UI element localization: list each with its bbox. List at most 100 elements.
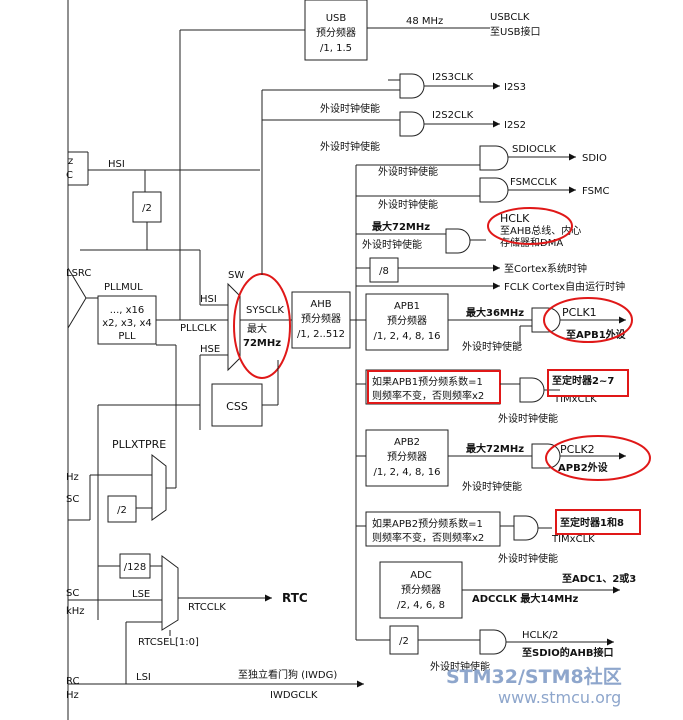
hclk-desc1: 至AHB总线、内心 <box>500 224 581 237</box>
div8-box <box>369 257 399 283</box>
periph-en6: 外设时钟使能 <box>462 340 522 353</box>
watermark-line1: STM32/STM8社区 <box>446 665 622 688</box>
timer27-highlight <box>547 369 629 397</box>
watermark-line2: www.stmcu.org <box>498 688 621 707</box>
rtcsel-label: RTCSEL[1:0] <box>138 637 199 648</box>
div2-pllxt-box <box>107 495 137 523</box>
pllxtpre-mux <box>151 453 167 521</box>
pllmul-title: PLLMUL <box>104 282 143 293</box>
left-khz: kHz <box>66 606 85 617</box>
i2s3clk-label: I2S3CLK <box>432 72 474 83</box>
hsi-sw-label: HSI <box>200 294 217 305</box>
left-sc2: SC <box>66 588 79 599</box>
periph-en5: 外设时钟使能 <box>362 238 422 251</box>
tim2-gate <box>513 515 539 541</box>
sw-label: SW <box>228 270 244 281</box>
pclk2-label: PCLK2 <box>560 443 595 456</box>
hclk2-gate <box>479 629 507 655</box>
max36-label: 最大36MHz <box>466 306 524 319</box>
sysclk-label: SYSCLK <box>246 305 284 316</box>
apb2-note2: 则频率不变，否则频率x2 <box>372 531 484 544</box>
usb-prescaler-box <box>304 0 368 61</box>
mhz48-label: 48 MHz <box>406 16 443 27</box>
usb-prescaler-title: USB <box>326 13 347 24</box>
max72-hclk: 最大72MHz <box>372 220 430 233</box>
usb-prescaler-line3: /1, 1.5 <box>320 43 352 54</box>
pclk1-label: PCLK1 <box>562 306 597 319</box>
timer27-label: 至定时器2~7 <box>552 374 614 387</box>
iwdg-to-label: 至独立看门狗 (IWDG) <box>238 668 337 681</box>
periph-en7: 外设时钟使能 <box>498 412 558 425</box>
left-z: z <box>68 156 73 167</box>
fsmc-gate <box>479 177 509 203</box>
periph-en2: 外设时钟使能 <box>320 140 380 153</box>
fsmcclk-label: FSMCCLK <box>510 177 557 188</box>
hclk-gate <box>445 228 471 254</box>
pclk2-highlight <box>545 435 651 481</box>
apb1-note1: 如果APB1预分频系数=1 <box>372 375 483 388</box>
hsi-in-label: HSI <box>108 159 125 170</box>
left-rc: RC <box>66 676 79 687</box>
fsmc-label: FSMC <box>582 186 610 197</box>
usbclk-label: USBCLK <box>490 12 530 23</box>
div2-sdio-label: /2 <box>399 636 409 647</box>
i2s3-gate <box>399 73 425 99</box>
adc-title: ADC <box>410 570 432 581</box>
apb2-title: APB2 <box>394 437 420 448</box>
pllmul-line2: ..., x16 <box>110 305 145 316</box>
i2s2-gate <box>399 111 425 137</box>
div128-box <box>119 553 151 579</box>
lsrc-label: LSRC <box>66 268 91 279</box>
periph-en9: 外设时钟使能 <box>498 552 558 565</box>
timxclk2-label: TIMxCLK <box>551 534 595 545</box>
left-hz1: Hz <box>66 472 79 483</box>
i2s3-label: I2S3 <box>504 82 526 93</box>
pllmul-line3: x2, x3, x4 <box>102 318 152 329</box>
div2-sdio-box <box>389 625 419 655</box>
iwdgclk-label: IWDGCLK <box>270 690 318 701</box>
sdio-label: SDIO <box>582 153 607 164</box>
hclk-highlight <box>487 207 573 245</box>
pllxtpre-label: PLLXTPRE <box>112 438 166 451</box>
usb-prescaler-line2: 预分频器 <box>316 26 356 39</box>
apb1-note2: 则频率不变，否则频率x2 <box>372 389 484 402</box>
ahb-line2: 预分频器 <box>301 312 341 325</box>
apb2-note1: 如果APB2预分频系数=1 <box>372 517 483 530</box>
hclk-desc2: 存储器和DMA <box>500 236 563 249</box>
cortex-sys-label: 至Cortex系统时钟 <box>504 262 587 275</box>
apb2-note-box <box>365 511 501 547</box>
pllmul-line4: PLL <box>118 331 136 342</box>
fclk-label: FCLK Cortex自由运行时钟 <box>504 280 625 293</box>
div2-hsi-box <box>132 191 162 223</box>
lse-label: LSE <box>132 589 150 600</box>
sysclk-max1: 最大 <box>247 322 267 335</box>
hse-label: HSE <box>200 344 220 355</box>
i2s2-label: I2S2 <box>504 120 526 131</box>
pclk1-highlight <box>543 297 633 343</box>
sdioclk-label: SDIOCLK <box>512 144 556 155</box>
apb1-box <box>365 293 449 351</box>
to-usb-label: 至USB接口 <box>490 25 541 38</box>
sysclk-max2: 72MHz <box>243 338 281 349</box>
apb2-box <box>365 429 449 487</box>
lsi-label: LSI <box>136 672 151 683</box>
left-hz2: Hz <box>66 690 79 701</box>
apb1-note-highlight <box>367 370 501 404</box>
periph-en3: 外设时钟使能 <box>378 165 438 178</box>
to-adc-label: 至ADC1、2或3 <box>562 572 636 585</box>
div2-hsi-label: /2 <box>142 203 152 214</box>
apb1-line2: 预分频器 <box>387 314 427 327</box>
adcclk-label: ADCCLK 最大14MHz <box>472 592 579 605</box>
ahb-line3: /1, 2..512 <box>297 329 345 340</box>
to-sdio-ahb-label: 至SDIO的AHB接口 <box>522 646 613 659</box>
i2s2clk-label: I2S2CLK <box>432 110 474 121</box>
apb1-line3: /1, 2, 4, 8, 16 <box>374 331 441 342</box>
pllclk-label: PLLCLK <box>180 323 217 334</box>
div8-label: /8 <box>379 266 389 277</box>
max72-apb2-label: 最大72MHz <box>466 442 524 455</box>
timer18-label: 至定时器1和8 <box>560 516 624 529</box>
apb1-title: APB1 <box>394 301 420 312</box>
periph-en8: 外设时钟使能 <box>462 480 522 493</box>
hclk-label: HCLK <box>500 212 530 225</box>
